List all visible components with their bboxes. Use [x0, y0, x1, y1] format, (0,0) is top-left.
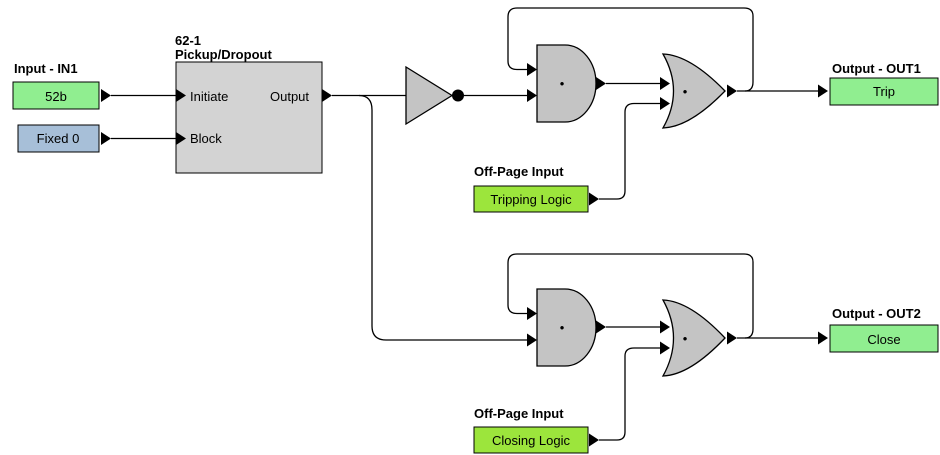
- output-out2-value: Close: [867, 332, 900, 347]
- offpage-trip-arrow: [589, 192, 599, 206]
- offpage-tripping-logic-block[interactable]: Tripping Logic: [473, 185, 589, 213]
- offpage-trip-value: Tripping Logic: [490, 192, 572, 207]
- or-gate-2-symbol: •: [683, 331, 688, 346]
- and1-input-b-arrow: [527, 89, 537, 102]
- offpage-closing-logic-block[interactable]: Closing Logic: [473, 426, 589, 454]
- fixed-zero-value: Fixed 0: [37, 131, 80, 146]
- timer-output-label: Output: [270, 89, 309, 104]
- wire-close-to-or2: [599, 347, 660, 441]
- block-port-arrow: [176, 132, 186, 145]
- or2-input-a-arrow: [660, 320, 670, 334]
- timer-heading-id: 62-1: [175, 33, 201, 48]
- not-gate-bubble: [452, 89, 464, 102]
- not-gate[interactable]: [405, 65, 464, 126]
- offpage-close-heading: Off-Page Input: [474, 406, 564, 421]
- offpage-trip-heading: Off-Page Input: [474, 164, 564, 179]
- or2-output-arrow: [727, 331, 737, 345]
- output-out1-block[interactable]: Trip: [829, 77, 939, 106]
- and2-input-a-arrow: [527, 307, 537, 320]
- and-gate-2[interactable]: •: [536, 288, 597, 367]
- output-out1-arrow: [818, 84, 828, 98]
- or2-input-b-arrow: [660, 341, 670, 355]
- output-out1-heading: Output - OUT1: [832, 61, 921, 76]
- or-gate-2[interactable]: •: [661, 299, 726, 377]
- and1-input-a-arrow: [527, 63, 537, 76]
- input-in1-block[interactable]: 52b: [12, 81, 100, 110]
- and2-input-b-arrow: [527, 333, 537, 347]
- wire-or2-feedback: [507, 253, 754, 339]
- initiate-port-arrow: [176, 89, 186, 102]
- or1-output-arrow: [727, 84, 737, 98]
- and-gate-1[interactable]: •: [536, 44, 597, 123]
- output-out2-heading: Output - OUT2: [832, 306, 921, 321]
- or-gate-1-symbol: •: [683, 84, 688, 99]
- input-in1-value: 52b: [45, 89, 67, 104]
- offpage-close-value: Closing Logic: [492, 433, 571, 448]
- wire-trip-to-or1: [599, 102, 660, 200]
- output-out2-block[interactable]: Close: [829, 324, 939, 353]
- timer-block-label: Block: [190, 131, 222, 146]
- wire-timer-to-and2: [358, 94, 527, 341]
- or1-input-a-arrow: [660, 77, 670, 90]
- wire-or1-feedback: [507, 7, 754, 92]
- offpage-close-arrow: [589, 433, 599, 447]
- pickup-dropout-block[interactable]: [175, 61, 323, 174]
- and-gate-2-symbol: •: [560, 320, 565, 335]
- or1-input-b-arrow: [660, 97, 670, 110]
- input-in1-heading: Input - IN1: [14, 61, 78, 76]
- or-gate-1[interactable]: •: [661, 53, 726, 129]
- output-out1-value: Trip: [873, 84, 895, 99]
- and1-output-arrow: [596, 77, 606, 90]
- input-in1-arrow: [101, 89, 111, 102]
- output-out2-arrow: [818, 331, 828, 345]
- fixed-zero-block[interactable]: Fixed 0: [17, 124, 100, 153]
- timer-output-arrow: [322, 89, 332, 102]
- timer-heading-name: Pickup/Dropout: [175, 47, 272, 62]
- fixed-zero-arrow: [101, 132, 111, 145]
- and2-output-arrow: [596, 320, 606, 334]
- and-gate-1-symbol: •: [560, 76, 565, 91]
- timer-initiate-label: Initiate: [190, 89, 228, 104]
